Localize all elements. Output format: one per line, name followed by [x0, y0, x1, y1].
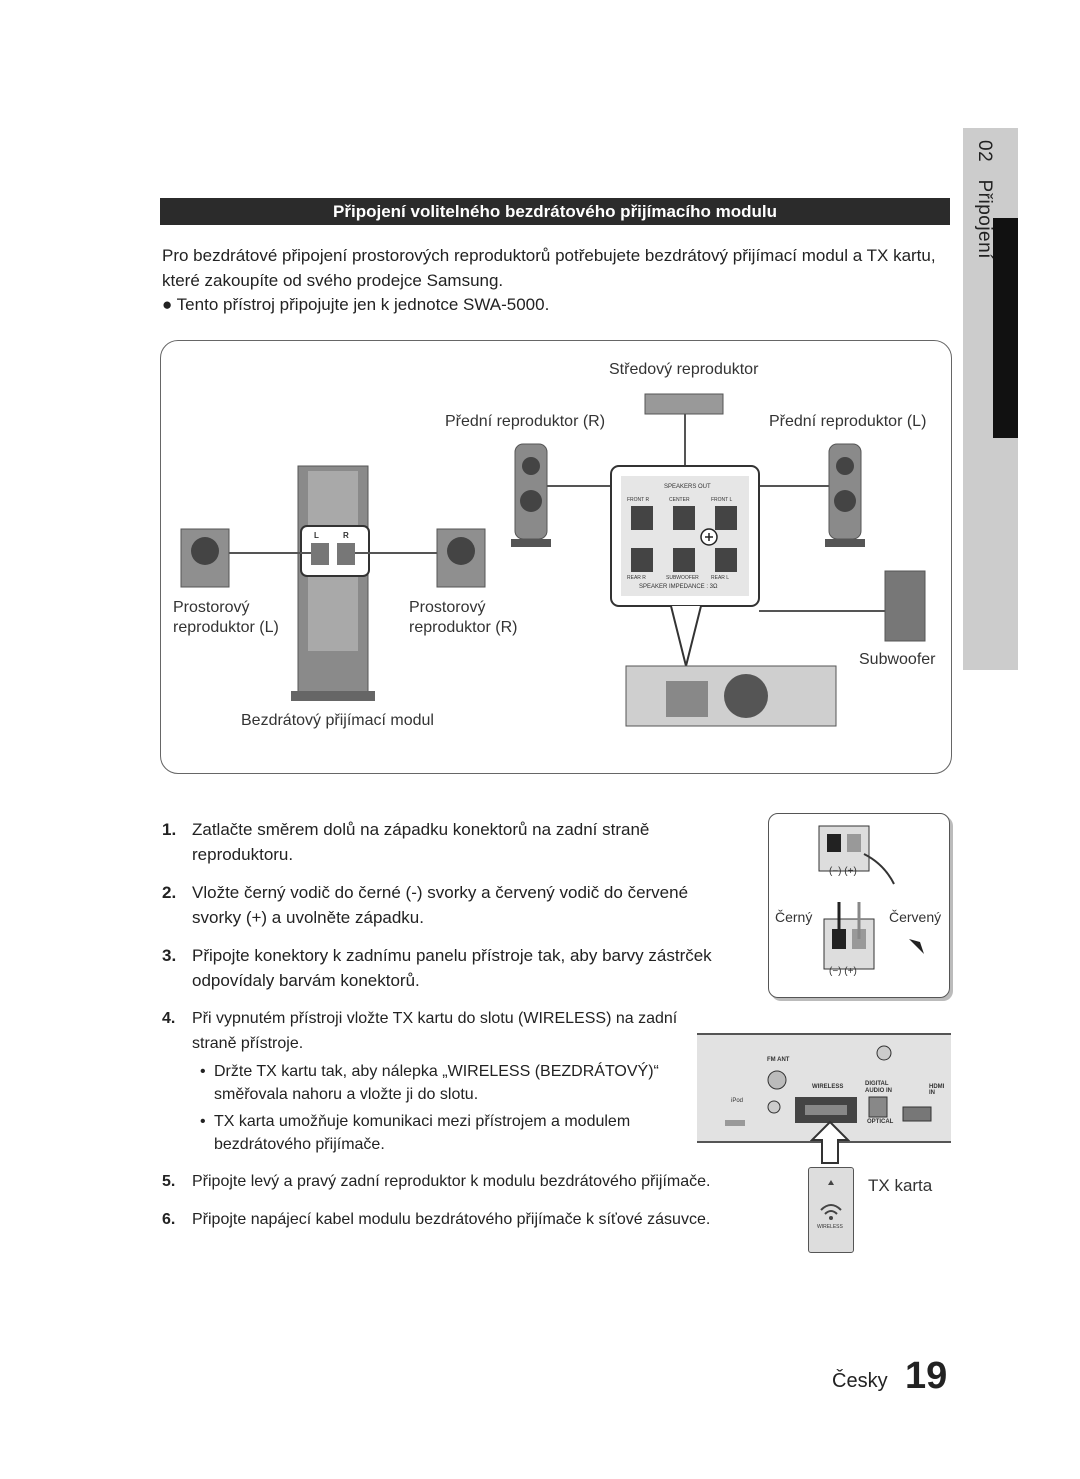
step-text: Při vypnutém přístroji vložte TX kartu d… — [192, 1010, 678, 1052]
surround-left-label-2: reproduktor (L) — [173, 619, 279, 636]
arrow-icon — [909, 939, 924, 954]
step-text: Připojte konektory k zadnímu panelu přís… — [192, 946, 712, 990]
center-speaker-label: Středový reproduktor — [609, 361, 759, 378]
black-label: Černý — [775, 909, 813, 925]
connection-diagram: Středový reproduktor Přední reproduktor … — [160, 340, 952, 774]
terminal-subwoofer — [673, 548, 695, 572]
polarity-top: (−) (+) — [829, 866, 857, 877]
step-4-sub-1: Držte TX kartu tak, aby nálepka „WIRELES… — [192, 1060, 722, 1106]
chapter-tab — [963, 128, 1018, 670]
surround-left-cone — [191, 537, 219, 565]
step-number: 3. — [162, 946, 177, 965]
chapter-label: 02 Připojení — [965, 140, 995, 300]
step-text: Zatlačte směrem dolů na západku konektor… — [192, 820, 650, 864]
polarity-bottom: (−) (+) — [829, 966, 857, 977]
front-left-woofer — [834, 490, 856, 512]
rear-l-tag: REAR L — [711, 575, 730, 581]
front-left-tweeter — [836, 457, 854, 475]
tx-card: WIRELESS — [808, 1167, 854, 1253]
front-right-label: Přední reproduktor (R) — [445, 413, 606, 430]
terminal-center — [673, 506, 695, 530]
finger-icon — [863, 853, 895, 885]
chapter-title: Připojení — [974, 179, 995, 259]
l-terminal-tag: L — [314, 531, 319, 540]
step-6: 6. Připojte napájecí kabel modulu bezdrá… — [162, 1207, 722, 1232]
red-label: Červený — [889, 909, 942, 925]
surround-right-label-2: reproduktor (R) — [409, 619, 518, 636]
diagram-graphics — [180, 393, 926, 727]
speakers-out-panel — [621, 476, 749, 596]
terminal-figure: (−) (+) Černý Červený (−) (+) — [768, 813, 950, 998]
center-speaker — [644, 393, 724, 415]
step-2: 2. Vložte černý vodič do černé (-) svork… — [162, 880, 722, 930]
front-l-tag: FRONT L — [711, 497, 733, 503]
front-right-stand — [511, 539, 551, 547]
back-panel-figure: FM ANT WIRELESS DIGITAL AUDIO IN OPTICAL… — [697, 1033, 951, 1143]
subwoofer-tag: SUBWOOFER — [666, 575, 699, 581]
terminal-front-r — [631, 506, 653, 530]
front-left-label: Přední reproduktor (L) — [769, 413, 927, 430]
page-number: 19 — [905, 1355, 948, 1397]
main-unit-terminals — [666, 681, 708, 717]
step-text: Připojte napájecí kabel modulu bezdrátov… — [192, 1211, 711, 1228]
optical-label: OPTICAL — [867, 1119, 894, 1125]
step-text: Připojte levý a pravý zadní reproduktor … — [192, 1173, 711, 1190]
step-text: Vložte černý vodič do černé (-) svorky a… — [192, 883, 689, 927]
step-1: 1. Zatlačte směrem dolů na západku konek… — [162, 817, 722, 867]
terminal-front-l — [715, 506, 737, 530]
hdmi-label: HDMI IN — [929, 1084, 945, 1096]
front-left-stand — [825, 539, 865, 547]
rear-r-tag: REAR R — [627, 575, 646, 581]
tx-card-label: TX karta — [868, 1176, 933, 1195]
wireless-label: WIRELESS — [812, 1084, 844, 1090]
fm-ant-label: FM ANT — [767, 1057, 790, 1063]
front-right-woofer — [520, 490, 542, 512]
digital-audio-label: DIGITAL AUDIO IN — [865, 1081, 892, 1094]
chapter-number: 02 — [974, 140, 995, 163]
wireless-module-base — [291, 691, 375, 701]
terminal-rear-l — [715, 548, 737, 572]
tx-card-text: WIRELESS — [817, 1224, 843, 1230]
front-r-tag: FRONT R — [627, 497, 650, 503]
step-number: 1. — [162, 820, 177, 839]
terminal-rear-r — [631, 548, 653, 572]
surround-right-label-1: Prostorový — [409, 599, 486, 616]
speakers-out-text: SPEAKERS OUT — [664, 484, 711, 490]
impedance-text: SPEAKER IMPEDANCE : 3Ω — [639, 584, 718, 590]
module-terminal-left — [311, 543, 329, 565]
step-number: 4. — [162, 1010, 176, 1027]
center-tag: CENTER — [669, 497, 690, 503]
step-4-sub-2: TX karta umožňuje komunikaci mezi přístr… — [192, 1110, 722, 1156]
front-right-tweeter — [522, 457, 540, 475]
hdmi-port — [902, 1106, 932, 1122]
r-terminal-tag: R — [343, 531, 349, 540]
instruction-steps: 1. Zatlačte směrem dolů na západku konek… — [162, 817, 722, 1245]
surround-right-cone — [447, 537, 475, 565]
surround-left-label-1: Prostorový — [173, 599, 250, 616]
intro-text: Pro bezdrátové připojení prostorových re… — [162, 246, 936, 290]
footer-language: Česky — [832, 1370, 888, 1392]
wireless-icon — [820, 1204, 842, 1211]
callout-pointer — [670, 605, 702, 667]
terminal-figure-graphics — [818, 825, 924, 970]
insert-arrow-icon — [810, 1120, 850, 1164]
tx-card-graphics — [820, 1180, 842, 1220]
module-terminal-right — [337, 543, 355, 565]
step-number: 6. — [162, 1211, 176, 1228]
chapter-tab-marker — [993, 218, 1018, 438]
step-4: 4. Při vypnutém přístroji vložte TX kart… — [162, 1006, 722, 1156]
step-5: 5. Připojte levý a pravý zadní reprodukt… — [162, 1169, 722, 1194]
ipod-label: iPod — [731, 1098, 744, 1104]
subwoofer-speaker — [884, 570, 926, 642]
step-3: 3. Připojte konektory k zadnímu panelu p… — [162, 943, 722, 993]
back-panel-graphics — [725, 1045, 932, 1126]
wireless-module-label: Bezdrátový přijímací modul — [241, 712, 434, 729]
subwoofer-label: Subwoofer — [859, 651, 936, 668]
cooling-fan — [724, 674, 768, 718]
step-number: 5. — [162, 1173, 176, 1190]
step-number: 2. — [162, 883, 177, 902]
section-title: Připojení volitelného bezdrátového přijí… — [160, 198, 950, 225]
optical-port — [868, 1096, 888, 1118]
note-bullet: ● Tento přístroj připojujte jen k jednot… — [162, 295, 550, 314]
